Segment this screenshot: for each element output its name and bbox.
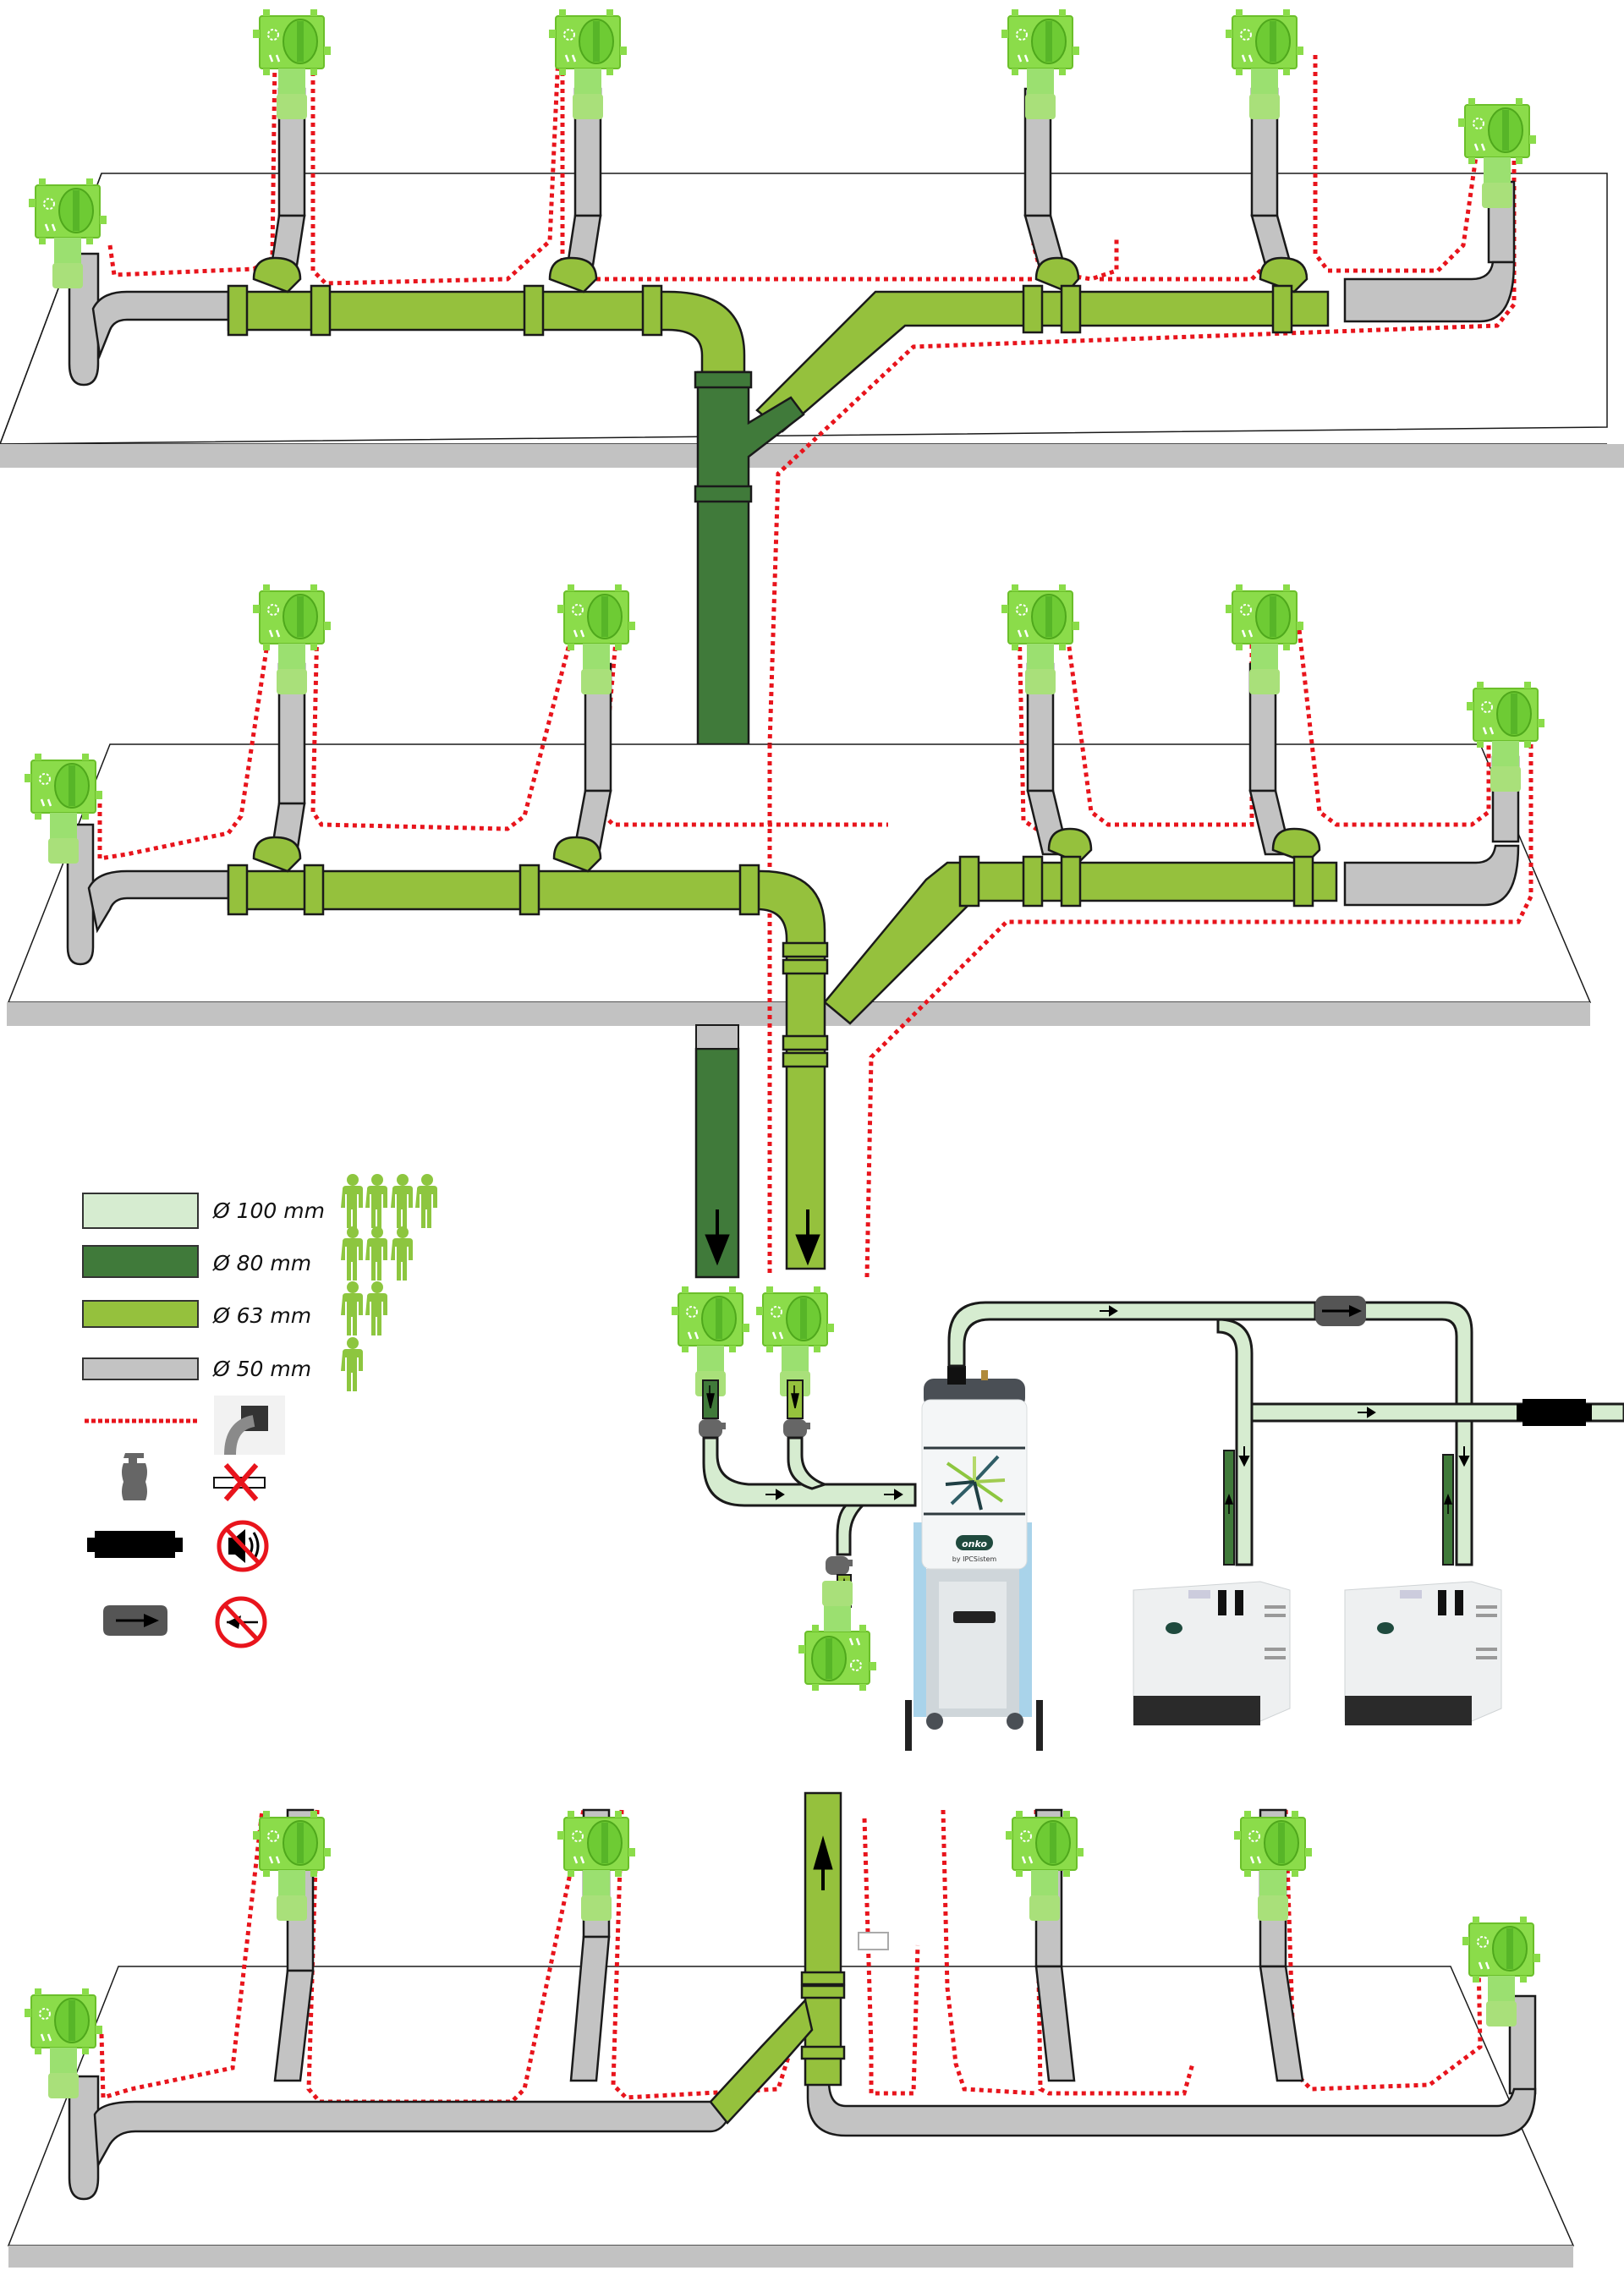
wall-inlet (547, 8, 628, 121)
person-icon (341, 1281, 363, 1335)
wall-inlet (1232, 1809, 1314, 1922)
person-icon (365, 1226, 387, 1281)
riser-slab-gap (695, 1024, 739, 1050)
flow-arrow-down-icon (705, 1209, 730, 1266)
equipment-area: onko by IPCSistem (670, 1285, 1624, 1751)
legend-swatch-63mm (82, 1300, 199, 1328)
flow-arrow-down-icon (1458, 1446, 1470, 1467)
pipe-63mm (227, 256, 1330, 433)
flow-arrow-down-icon (791, 1385, 799, 1409)
legend-item-50mm: Ø 50 mm (82, 1357, 311, 1381)
pipe-100mm-header (947, 1301, 1624, 1566)
power-unit (1344, 1581, 1502, 1725)
person-icons-4 (341, 1174, 437, 1228)
brand-name: onko (962, 1538, 987, 1549)
person-icon (391, 1226, 413, 1281)
silencer-icon (87, 1531, 183, 1558)
person-icons-2 (341, 1281, 387, 1335)
wall-inlet (556, 1809, 637, 1922)
wall-inlet (1000, 8, 1081, 121)
wall-inlet (251, 583, 332, 696)
person-icon (365, 1174, 387, 1228)
person-icon (391, 1174, 413, 1228)
wall-inlet (797, 1579, 878, 1692)
starburst-logo-icon (945, 1455, 1006, 1511)
legend-swatch-100mm (82, 1193, 199, 1229)
flow-arrow-down-icon (1238, 1446, 1250, 1467)
person-icon (341, 1226, 363, 1281)
pipe-63mm (709, 1791, 846, 2125)
no-backflow-icon (215, 1596, 267, 1648)
brand-subtitle: by IPCSistem (952, 1555, 997, 1563)
legend-label: Ø 80 mm (212, 1251, 311, 1275)
legend-item-100mm: Ø 100 mm (82, 1193, 325, 1229)
legend-label: Ø 63 mm (212, 1303, 311, 1328)
no-passage-icon (213, 1463, 266, 1501)
flow-arrow-down-icon (795, 1209, 820, 1266)
person-icons-1 (341, 1337, 363, 1391)
wall-inlet (1000, 583, 1081, 696)
legend-item-63mm: Ø 63 mm (82, 1300, 311, 1328)
person-icon (341, 1174, 363, 1228)
wall-inlet (251, 8, 332, 121)
wall-inlet (1224, 8, 1305, 121)
legend: Ø 100 mm Ø 80 mm Ø 63 mm Ø 50 mm (82, 1174, 437, 1648)
person-icon (365, 1281, 387, 1335)
legend-swatch-50mm (82, 1357, 199, 1380)
legend-label: Ø 50 mm (212, 1357, 311, 1381)
check-valve-icon (103, 1605, 167, 1636)
wall-inlet (251, 1809, 332, 1922)
power-unit (1133, 1581, 1291, 1725)
legend-swatch-80mm (82, 1245, 199, 1278)
brand-badge (956, 1535, 993, 1550)
pipe-80mm-riser (694, 370, 805, 746)
legend-label: Ø 100 mm (212, 1198, 325, 1223)
wall-inlet (1004, 1809, 1085, 1922)
no-noise-icon (217, 1520, 269, 1572)
wall-inlet (556, 583, 637, 696)
flow-arrow-up-icon (1224, 1493, 1234, 1514)
upper-floor (0, 8, 1624, 746)
flow-arrow-up-icon (1443, 1493, 1453, 1514)
floor-slab-edge (0, 444, 1624, 468)
check-valve-icon (1315, 1296, 1366, 1326)
flow-arrow-right-icon (884, 1489, 903, 1500)
person-icons-3 (341, 1226, 413, 1281)
pipe-100mm-manifold (702, 1436, 917, 1556)
lower-floor (7, 1791, 1575, 2268)
flow-arrow-up-icon (813, 1835, 833, 1890)
wall-inlet (1224, 583, 1305, 696)
floor-slab-edge (8, 2246, 1573, 2268)
flow-arrow-down-icon (706, 1385, 715, 1409)
electrical-box-icon (858, 1932, 889, 1950)
legend-item-80mm: Ø 80 mm (82, 1245, 311, 1278)
person-icon (341, 1337, 363, 1391)
shutoff-valve-icon (699, 1419, 853, 1575)
middle-floor (7, 583, 1592, 1279)
shutoff-valve-icon (122, 1453, 147, 1500)
person-icon (415, 1174, 437, 1228)
control-cable (99, 1809, 1483, 2104)
wall-inlet-photo-icon (214, 1396, 285, 1456)
flow-arrow-right-icon (1100, 1305, 1118, 1317)
flow-arrow-right-icon (765, 1489, 785, 1500)
cyclone-separator: onko by IPCSistem (905, 1366, 1043, 1751)
flow-arrow-right-icon (1358, 1407, 1376, 1418)
silencer-icon (1517, 1399, 1592, 1426)
pipe-63mm (227, 827, 1338, 1270)
